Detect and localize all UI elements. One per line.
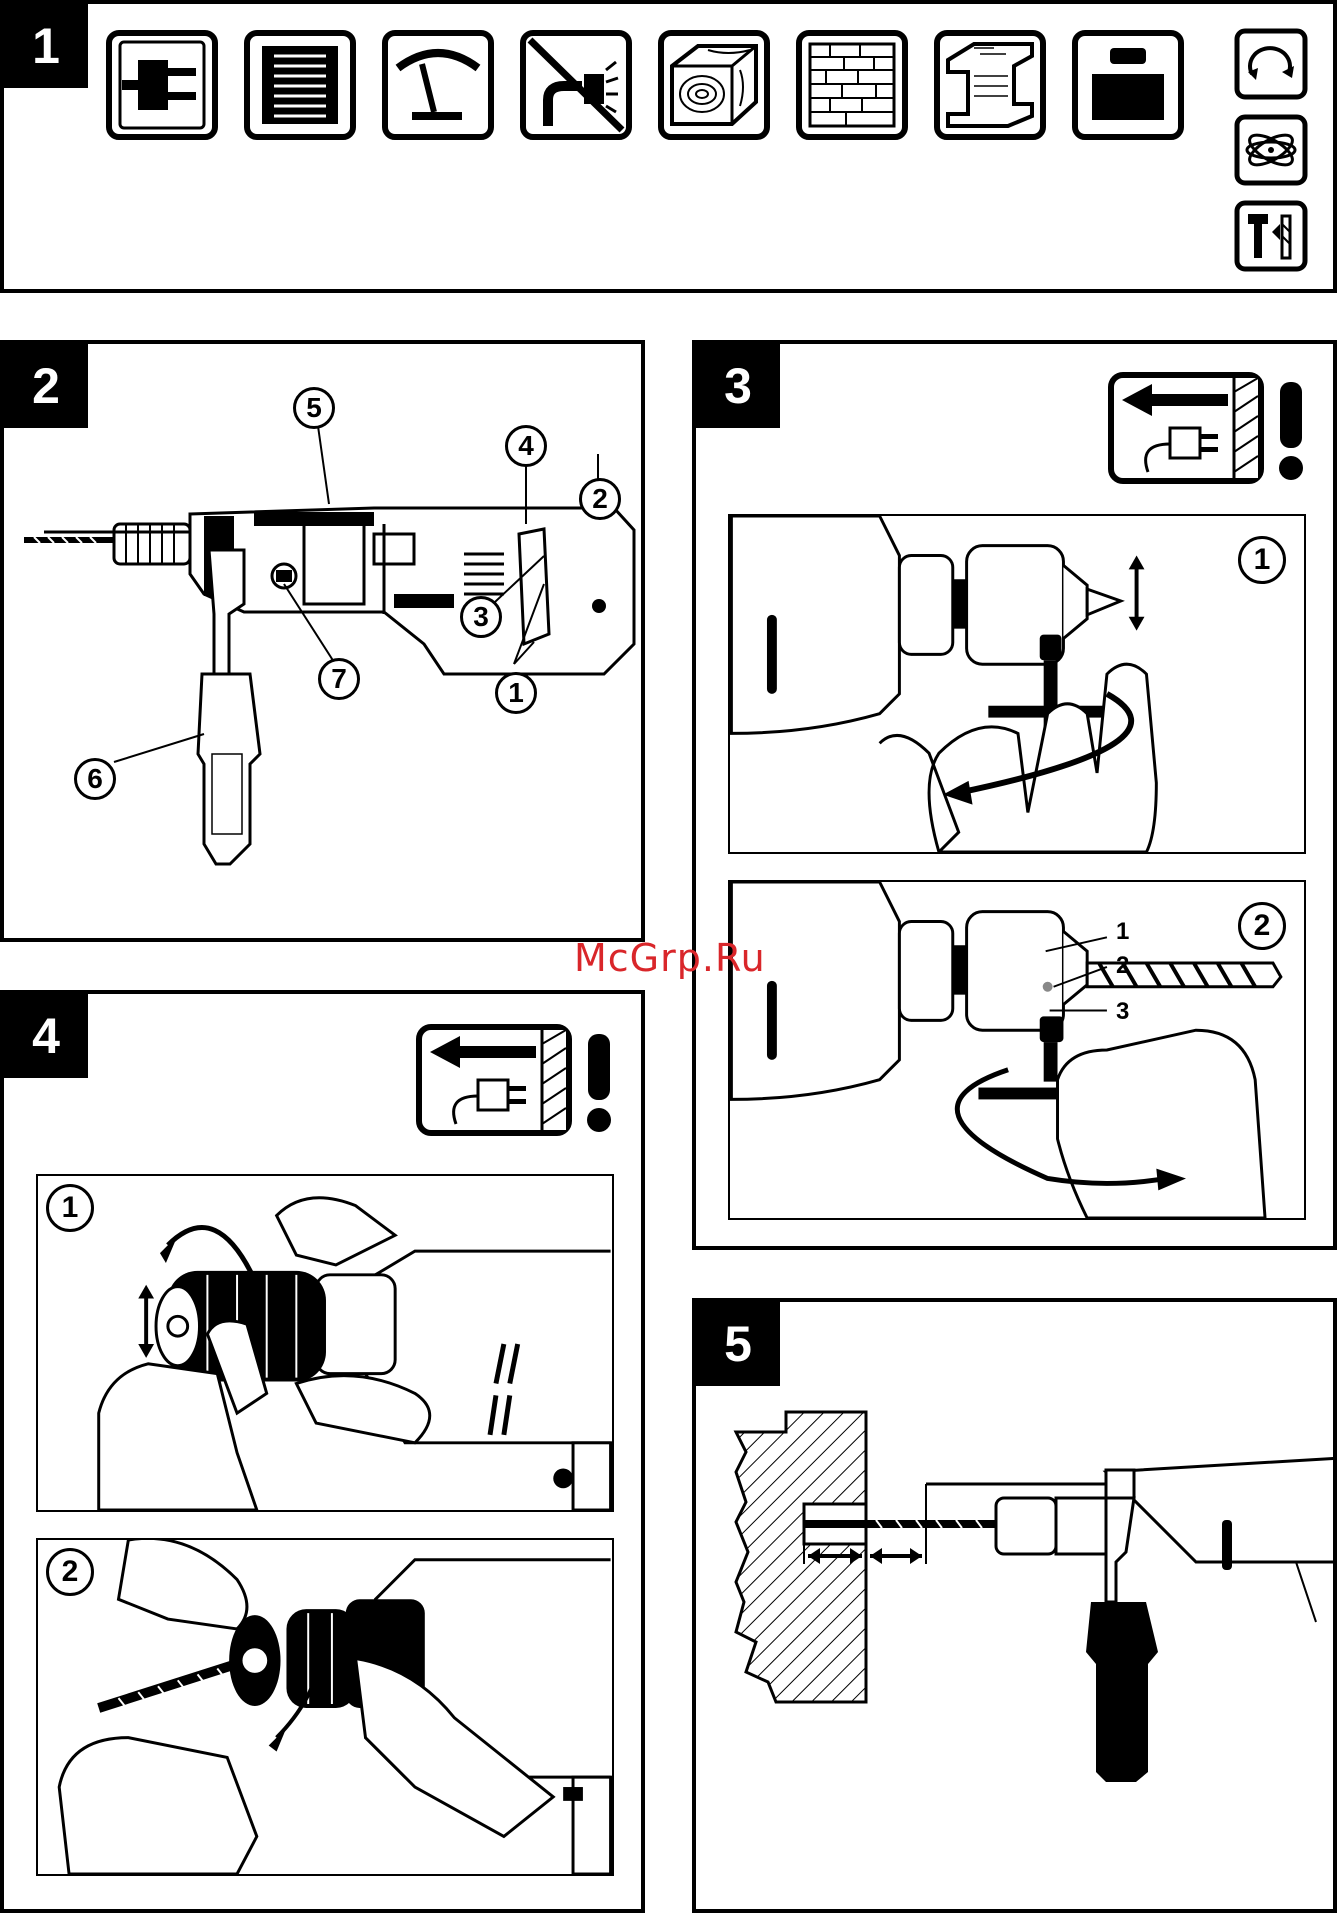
panel-3-step-1: 1 [728,514,1306,854]
chuck-label-1: 1 [1116,918,1129,946]
callout-2: 2 [579,478,621,520]
panel-3: 3 1 [692,340,1337,1250]
chuck-label-2: 2 [1116,952,1129,980]
drill-overview-illustration [4,344,645,942]
speed-gauge-icon [382,30,494,140]
callout-3: 3 [460,596,502,638]
keyless-chuck-tighten-illustration [38,1540,612,1874]
callout-4: 4 [505,425,547,467]
vibration-icon [1234,114,1308,186]
steel-beam-icon [934,30,1046,140]
panel-3-step-2: 1 2 3 2 [728,880,1306,1220]
panel-4-number: 4 [4,994,88,1078]
unplug-warning-icon [416,1024,616,1136]
chuck-label-3: 3 [1116,998,1129,1026]
panel-3-number: 3 [696,344,780,428]
chuck-key-tightening-illustration [730,516,1304,852]
step-1-badge: 1 [46,1184,94,1232]
keyless-chuck-loosen-illustration [38,1176,612,1510]
panel-5: 5 [692,1298,1337,1913]
watermark: McGrp.Ru [574,936,766,980]
callout-6: 6 [74,758,116,800]
plug-icon [106,30,218,140]
wood-icon [658,30,770,140]
masonry-icon [796,30,908,140]
weight-icon [1072,30,1184,140]
panel-4-step-1: 1 [36,1174,614,1512]
callout-1: 1 [495,672,537,714]
rotation-icon [1234,28,1308,100]
unplug-warning-icon [1108,372,1308,484]
depth-stop-illustration [696,1302,1337,1913]
callout-5: 5 [293,387,335,429]
bit-insertion-illustration [730,882,1304,1218]
step-2-badge: 2 [46,1548,94,1596]
panel-4: 4 1 [0,990,645,1913]
no-hammer-icon [520,30,632,140]
panel-1-number: 1 [4,4,88,88]
callout-7: 7 [318,658,360,700]
step-2-badge: 2 [1238,902,1286,950]
hammer-drill-icon [1234,200,1308,272]
motor-icon [244,30,356,140]
panel-4-step-2: 2 [36,1538,614,1876]
step-1-badge: 1 [1238,536,1286,584]
panel-2: 2 [0,340,645,942]
panel-1: 1 [0,0,1337,293]
